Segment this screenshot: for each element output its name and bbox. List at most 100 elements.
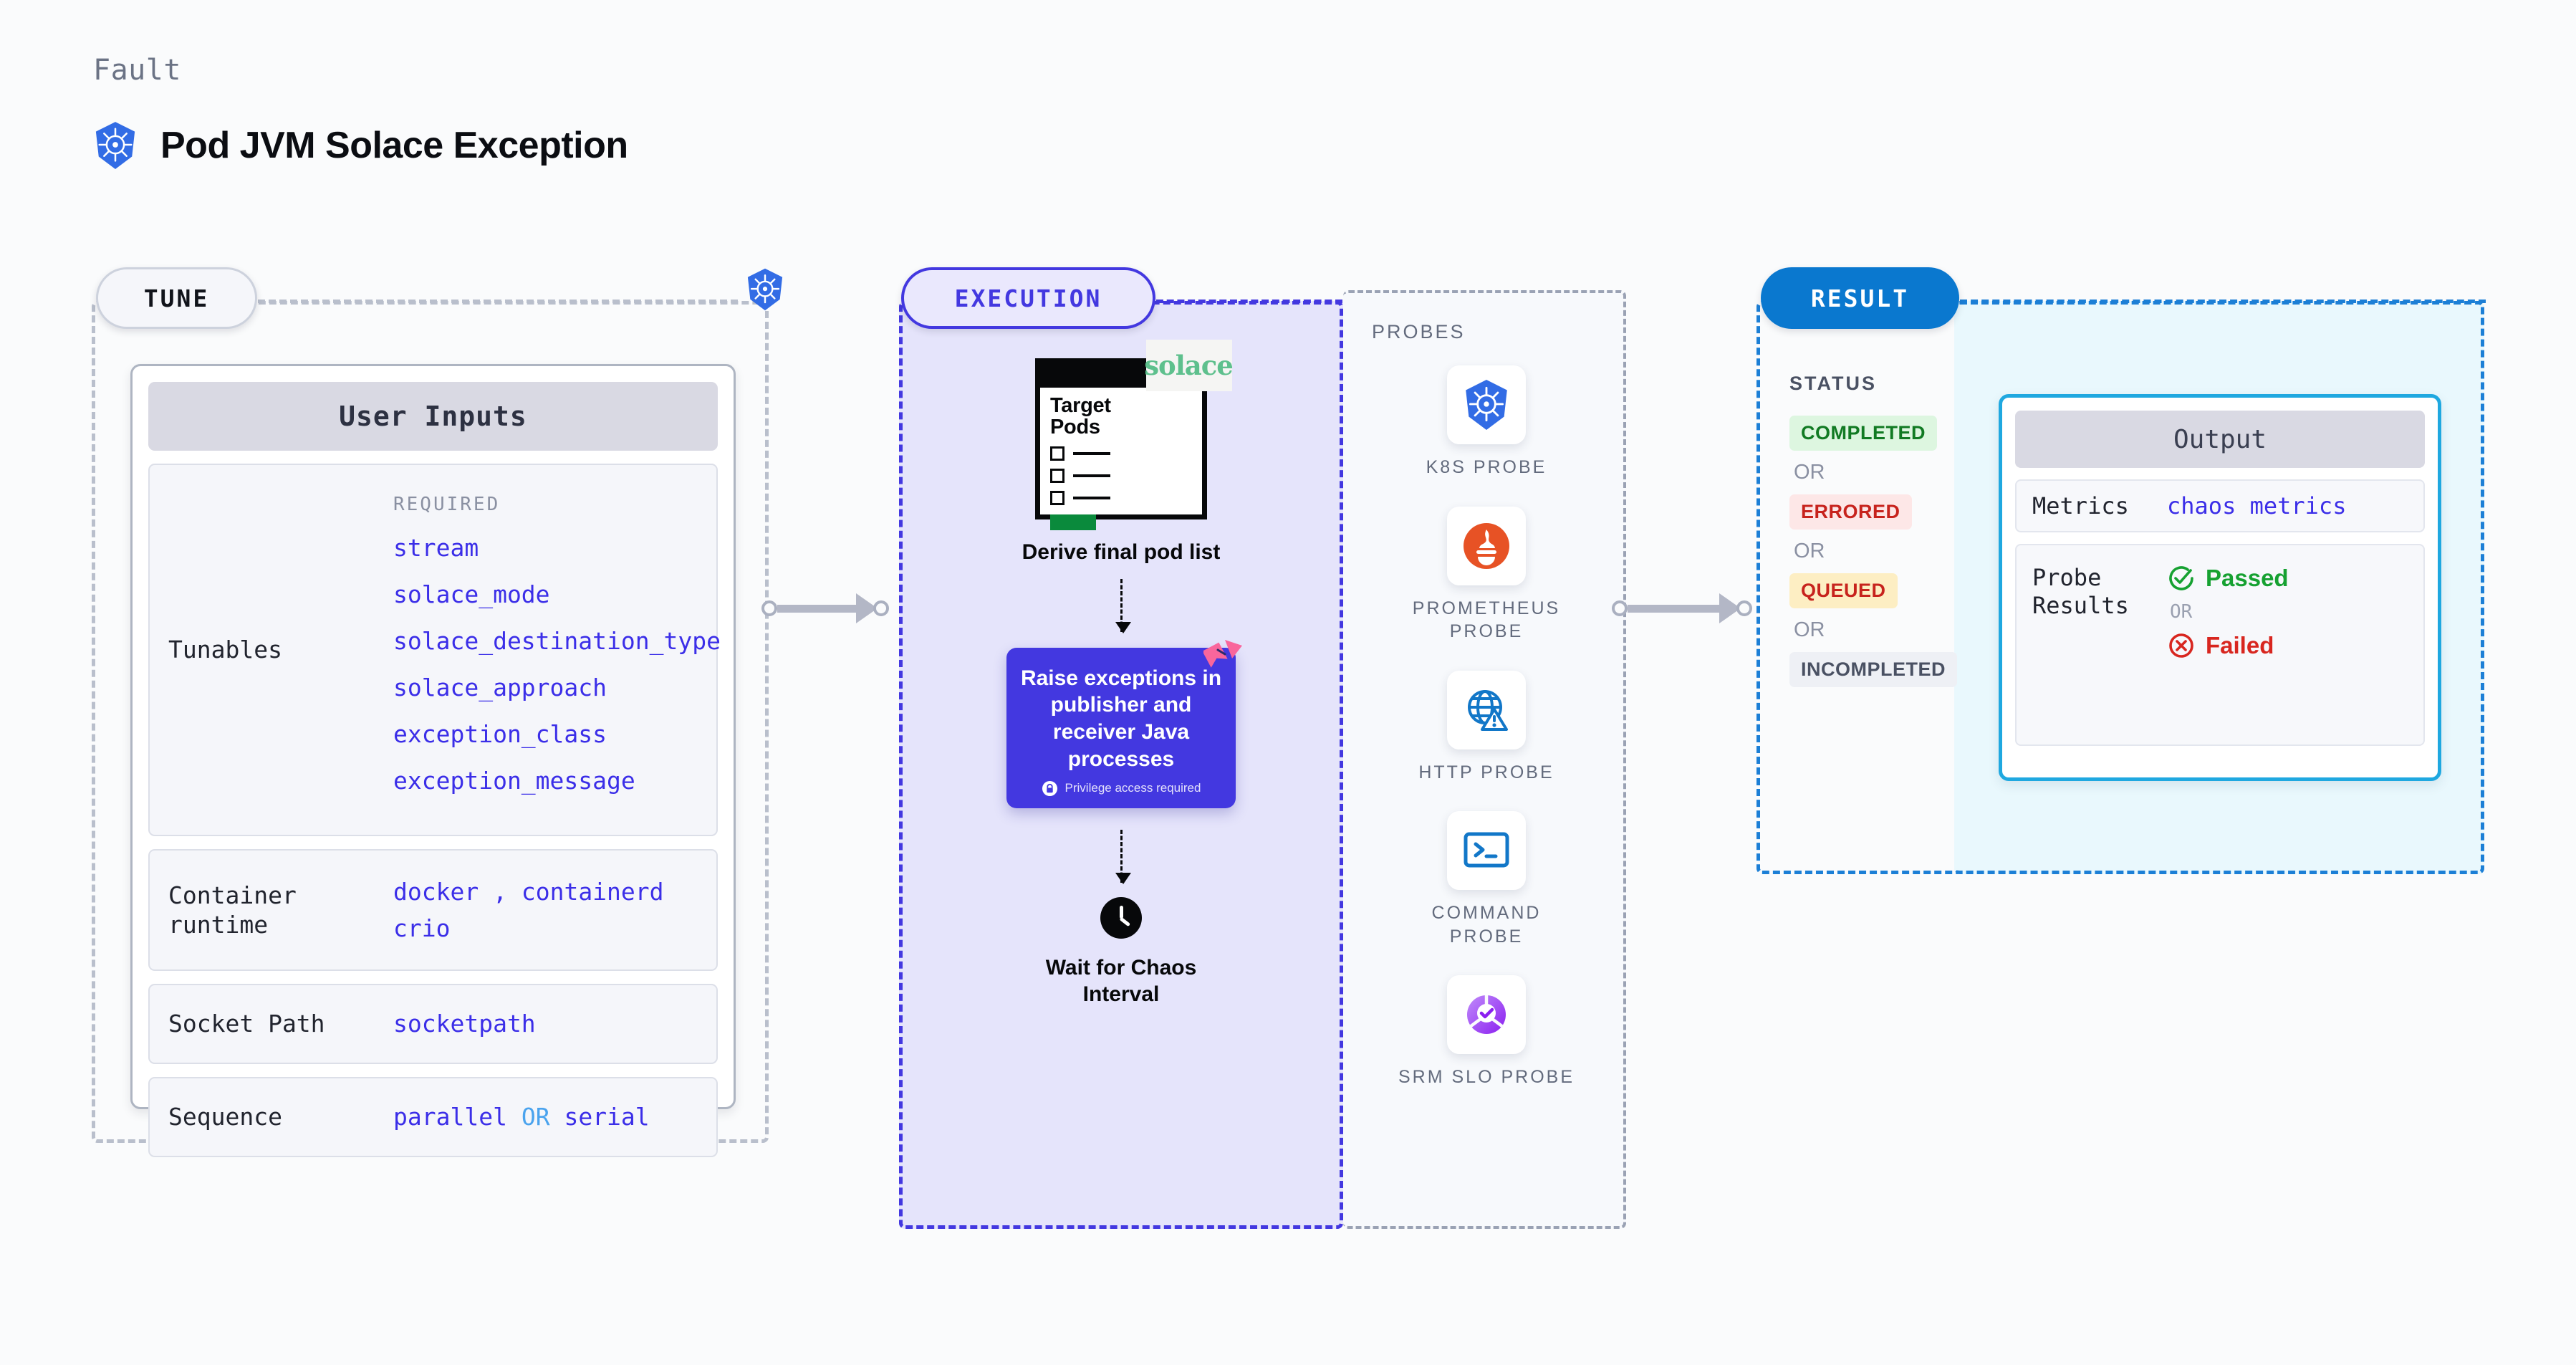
pod-list-item [1050, 468, 1202, 483]
tunable-solace-mode[interactable]: solace_mode [393, 580, 550, 608]
runtime-separator: , [493, 877, 507, 906]
wait-chaos-line1: Wait for Chaos [1045, 955, 1197, 980]
tunables-label: Tunables [168, 636, 282, 664]
probe-prometheus[interactable]: PROMETHEUS PROBE [1397, 506, 1576, 643]
tune-top-connector [258, 300, 738, 303]
derive-pod-list-caption: Derive final pod list [1022, 540, 1221, 564]
flow-arrow-down-2 [1115, 829, 1131, 884]
runtime-docker[interactable]: docker [393, 877, 479, 906]
user-inputs-card: User Inputs Tunables REQUIRED stream sol… [130, 364, 736, 1157]
probe-command-label: COMMAND PROBE [1431, 903, 1542, 947]
solace-logo-text: solace [1144, 349, 1234, 381]
fault-eyebrow: Fault [93, 54, 181, 87]
socket-path-row: Socket Path socketpath [148, 984, 718, 1064]
terminal-icon [1447, 811, 1526, 890]
list-dash [1073, 496, 1110, 499]
stage-badge-tune[interactable]: TUNE [96, 267, 257, 329]
page-title-row: Pod JVM Solace Exception [93, 120, 628, 171]
container-runtime-values: docker , containerd crio [393, 873, 664, 947]
sequence-parallel[interactable]: parallel [393, 1103, 507, 1131]
probes-list: K8S PROBE PROMETHEUS PROBE [1372, 365, 1601, 1089]
sequence-row: Sequence parallel OR serial [148, 1077, 718, 1157]
sequence-serial[interactable]: serial [564, 1103, 650, 1131]
probe-k8s-label: K8S PROBE [1426, 457, 1547, 477]
connector-execution-to-result [1612, 593, 1752, 623]
solace-logo: solace [1144, 340, 1234, 391]
target-pods-card: Target Pods solace [1035, 340, 1234, 530]
failed-label: Failed [2206, 632, 2274, 659]
runtime-crio[interactable]: crio [393, 914, 451, 942]
probe-prometheus-label: PROMETHEUS PROBE [1412, 598, 1561, 642]
probe-result-passed: Passed [2167, 564, 2289, 593]
raise-exceptions-text: Raise exceptions in publisher and receiv… [1020, 666, 1222, 771]
output-card-title: Output [2015, 411, 2425, 468]
metrics-label: Metrics [2032, 492, 2129, 519]
probe-srm-slo-label: SRM SLO PROBE [1398, 1067, 1575, 1087]
flow-arrow-down [1115, 578, 1131, 633]
http-globe-warning-icon [1446, 670, 1526, 749]
status-badge-completed: COMPLETED [1789, 416, 1938, 451]
tunable-solace-destination-type[interactable]: solace_destination_type [393, 627, 721, 655]
status-list: COMPLETED OR ERRORED OR QUEUED OR INCOMP… [1789, 416, 1958, 687]
pod-list-item [1050, 446, 1202, 461]
probe-results-values: Passed OR Failed [2167, 564, 2289, 660]
metrics-value[interactable]: chaos metrics [2167, 492, 2347, 520]
stage-badge-execution[interactable]: EXECUTION [901, 267, 1155, 329]
privilege-note-text: Privilege access required [1064, 781, 1201, 795]
probe-result-failed: Failed [2167, 631, 2289, 660]
status-badge-incompleted: INCOMPLETED [1789, 652, 1958, 687]
wait-chaos-caption: Wait for Chaos Interval [1046, 954, 1197, 1008]
result-top-connector [1960, 300, 2486, 303]
passed-label: Passed [2206, 565, 2289, 592]
checkbox-icon [1050, 446, 1064, 461]
socket-path-label: Socket Path [168, 1010, 325, 1038]
status-title: STATUS [1789, 373, 1877, 394]
probe-k8s[interactable]: K8S PROBE [1426, 365, 1547, 479]
tunable-solace-approach[interactable]: solace_approach [393, 674, 607, 702]
sequence-joiner: OR [521, 1103, 550, 1131]
tunable-exception-class[interactable]: exception_class [393, 720, 607, 749]
tunable-exception-message[interactable]: exception_message [393, 767, 635, 795]
list-dash [1073, 451, 1110, 455]
runtime-containerd[interactable]: containerd [521, 877, 664, 906]
probes-title: PROBES [1372, 321, 1466, 343]
page-title: Pod JVM Solace Exception [160, 125, 628, 166]
srm-slo-icon [1447, 975, 1526, 1054]
required-label: REQUIRED [393, 494, 501, 516]
list-dash [1073, 474, 1110, 477]
clock-icon [1100, 896, 1142, 939]
probe-command[interactable]: COMMAND PROBE [1397, 811, 1576, 948]
prometheus-icon [1447, 506, 1526, 585]
status-badge-queued: QUEUED [1789, 573, 1898, 608]
user-inputs-title: User Inputs [148, 382, 718, 451]
execution-top-connector [1156, 300, 1342, 303]
stage-badge-result[interactable]: RESULT [1761, 267, 1959, 329]
checkbox-icon [1050, 490, 1064, 505]
x-circle-icon [2169, 633, 2193, 658]
status-or-3: OR [1794, 618, 1825, 641]
kubernetes-icon [93, 120, 138, 171]
container-runtime-row: Container runtime docker , containerd cr… [148, 849, 718, 971]
pod-list-item [1050, 490, 1202, 505]
pod-list-highlight-bar [1050, 514, 1096, 530]
status-badge-errored: ERRORED [1789, 494, 1912, 530]
tunables-row: Tunables REQUIRED stream solace_mode sol… [148, 464, 721, 836]
socket-path-value[interactable]: socketpath [393, 1010, 536, 1038]
ribbon-badge-icon [1203, 639, 1242, 668]
target-pods-title-line2: Pods [1050, 416, 1100, 439]
status-or-1: OR [1794, 461, 1825, 484]
raise-exceptions-action[interactable]: Raise exceptions in publisher and receiv… [1006, 639, 1242, 808]
kubernetes-icon [1446, 365, 1526, 444]
target-pods-title-line1: Target [1050, 394, 1111, 417]
probe-results-or: OR [2170, 601, 2193, 623]
sequence-label: Sequence [168, 1103, 282, 1131]
tunable-stream[interactable]: stream [393, 533, 479, 562]
probe-srm-slo[interactable]: SRM SLO PROBE [1398, 975, 1575, 1089]
probe-http[interactable]: HTTP PROBE [1418, 670, 1554, 785]
check-circle-icon [2169, 566, 2193, 591]
status-or-2: OR [1794, 540, 1825, 562]
lock-icon [1042, 780, 1057, 796]
